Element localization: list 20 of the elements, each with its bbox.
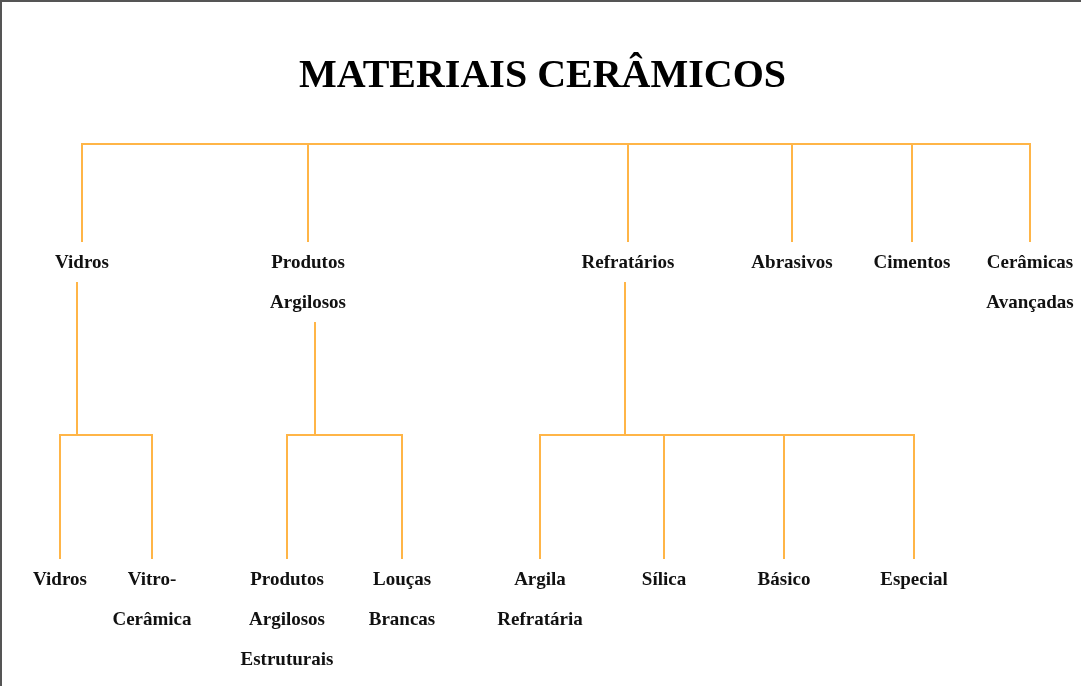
- category-label: Vidros: [25, 559, 95, 599]
- category-label: Sílica: [624, 559, 704, 599]
- tree-connector: [76, 281, 153, 560]
- category-label: Vidros: [42, 242, 122, 282]
- category-label: Louças Brancas: [357, 559, 447, 639]
- category-label: Básico: [744, 559, 824, 599]
- category-label: Vitro- Cerâmica: [102, 559, 202, 639]
- tree-connector: [624, 281, 915, 560]
- diagram-title: MATERIAIS CERÂMICOS: [297, 50, 788, 97]
- category-label: Argila Refratária: [485, 559, 595, 639]
- category-label: Especial: [869, 559, 959, 599]
- category-label: Produtos Argilosos Estruturais: [232, 559, 342, 679]
- category-label: Produtos Argilosos: [253, 242, 363, 322]
- category-label: Abrasivos: [742, 242, 842, 282]
- category-label: Cerâmicas Avançadas: [978, 242, 1081, 322]
- tree-connector: [307, 143, 563, 243]
- tree-connector: [561, 143, 1031, 243]
- category-label: Cimentos: [862, 242, 962, 282]
- category-label: Refratários: [568, 242, 688, 282]
- tree-connector: [314, 321, 403, 560]
